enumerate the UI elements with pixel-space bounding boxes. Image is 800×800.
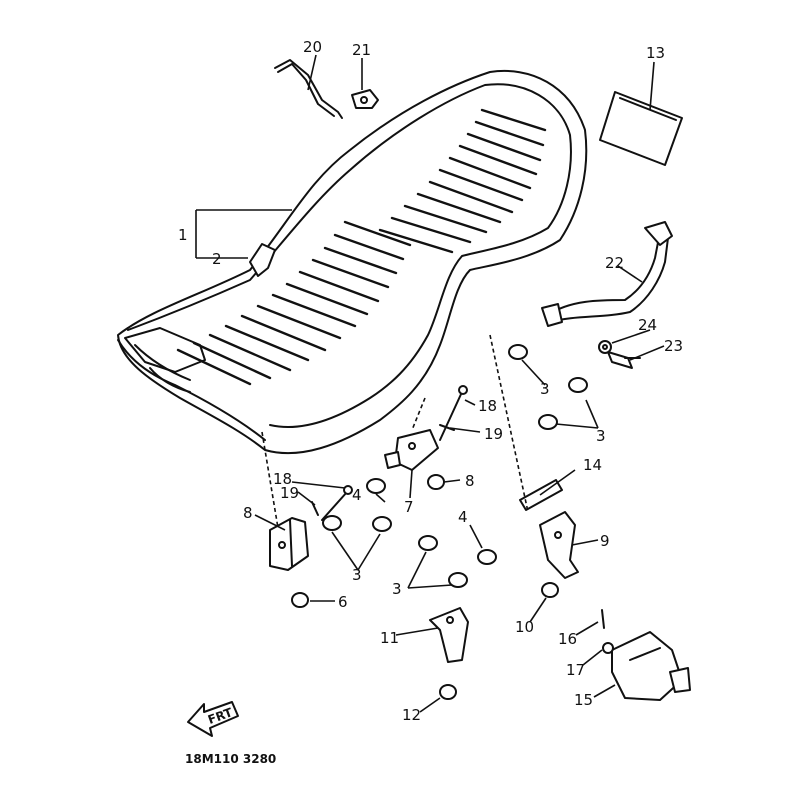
callout-18a: 18	[478, 397, 497, 415]
callout-9: 9	[600, 532, 610, 550]
part-17-washer	[602, 642, 614, 654]
callouts: 1 2 20 21 13 22 24 23 3 3 18 19 14 8 7 1…	[178, 38, 683, 724]
callout-4a: 4	[352, 486, 362, 504]
callout-3a: 3	[540, 380, 550, 398]
callout-11: 11	[380, 629, 399, 647]
part-6-nut	[291, 592, 309, 608]
callout-8a: 8	[465, 472, 475, 490]
callout-6: 6	[338, 593, 348, 611]
callout-8b: 8	[243, 504, 253, 522]
part-16-screw	[601, 609, 605, 629]
callout-3b: 3	[596, 427, 606, 445]
seat	[117, 70, 588, 455]
part-13-plate	[599, 91, 683, 166]
callout-4b: 4	[458, 508, 468, 526]
callout-14: 14	[583, 456, 602, 474]
callout-7: 7	[404, 498, 414, 516]
callout-3d: 3	[392, 580, 402, 598]
part-24-washer	[598, 340, 612, 354]
callout-19b: 19	[280, 484, 299, 502]
callout-15: 15	[574, 691, 593, 709]
callout-23: 23	[664, 337, 683, 355]
front-arrow: FRT	[187, 701, 239, 737]
callout-10: 10	[515, 618, 534, 636]
callout-16: 16	[558, 630, 577, 648]
part-11-hinge	[429, 607, 469, 663]
callout-13: 13	[646, 44, 665, 62]
leader-lines	[195, 54, 665, 713]
part-9-latch	[539, 511, 579, 579]
part-23-bolt	[607, 351, 641, 369]
callout-19a: 19	[484, 425, 503, 443]
part-15-lock	[611, 631, 691, 701]
part-21-clip	[351, 89, 379, 109]
part-10-nut	[541, 582, 559, 598]
part-19-pin-a	[439, 424, 455, 431]
part-4-washers	[366, 478, 497, 565]
callout-17: 17	[566, 661, 585, 679]
part-3-dampers	[322, 344, 588, 588]
callout-24: 24	[638, 316, 657, 334]
part-12-nut	[439, 684, 457, 700]
part-5-hinge-bracket	[269, 517, 309, 571]
part-18-bolts	[321, 385, 468, 521]
callout-2: 2	[212, 250, 222, 268]
part-7-bracket	[384, 429, 439, 471]
part-20-hook	[274, 59, 343, 119]
callout-22: 22	[605, 254, 624, 272]
callout-1: 1	[178, 226, 188, 244]
callout-18b: 18	[273, 470, 292, 488]
part-8-nut	[427, 474, 445, 490]
part-22-grab-bar	[541, 221, 673, 327]
callout-12: 12	[402, 706, 421, 724]
diagram-code: 18M110 3280	[185, 752, 276, 766]
callout-3c: 3	[352, 566, 362, 584]
part-2-strap	[249, 243, 276, 277]
callout-20: 20	[303, 38, 322, 56]
callout-21: 21	[352, 41, 371, 59]
